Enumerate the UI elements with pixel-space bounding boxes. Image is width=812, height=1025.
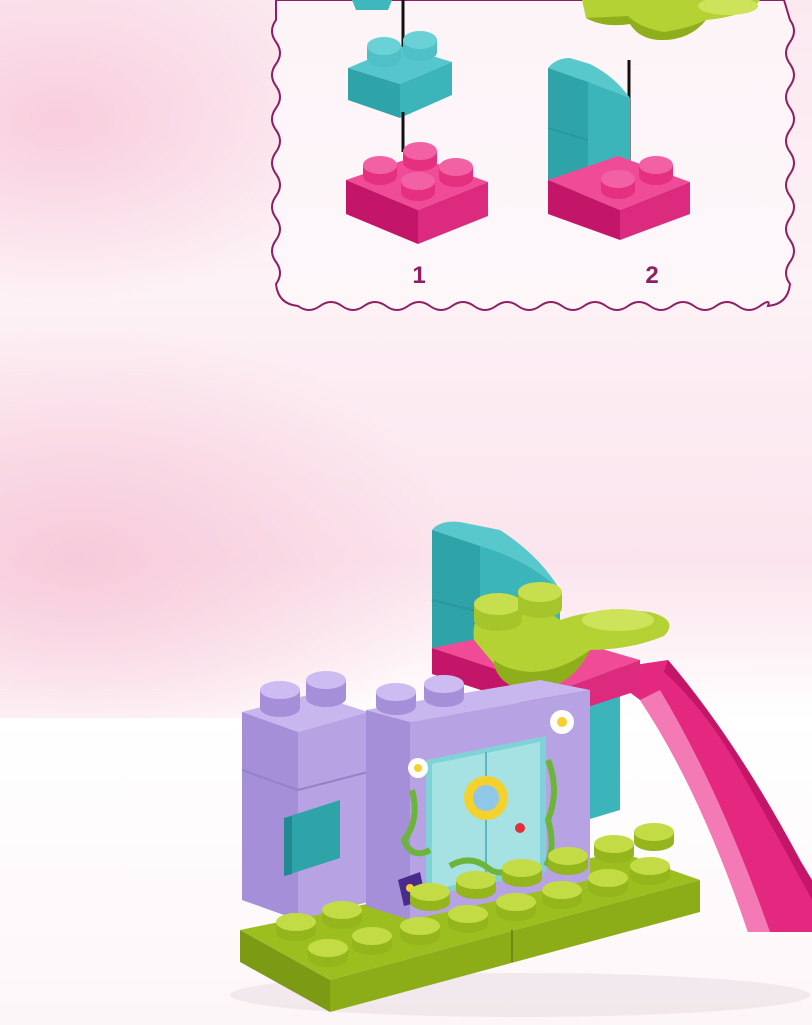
lime-stud-top [322, 901, 362, 919]
lime-stud-top [308, 939, 348, 957]
lime-stud-top [630, 857, 670, 875]
lime-stud-top [588, 869, 628, 887]
lime-stud-top [400, 917, 440, 935]
lime-stud-top [410, 883, 450, 901]
lime-stud-top [456, 871, 496, 889]
lime-stud-top [594, 835, 634, 853]
lime-stud-top [542, 881, 582, 899]
lime-stud-top [548, 847, 588, 865]
lime-stud-top [502, 859, 542, 877]
lime-stud-top [496, 893, 536, 911]
lime-stud-top [276, 913, 316, 931]
lavender-left-pillar [242, 671, 368, 920]
lime-stud-top [634, 823, 674, 841]
lime-stud-top [352, 927, 392, 945]
lime-stud-top [448, 905, 488, 923]
